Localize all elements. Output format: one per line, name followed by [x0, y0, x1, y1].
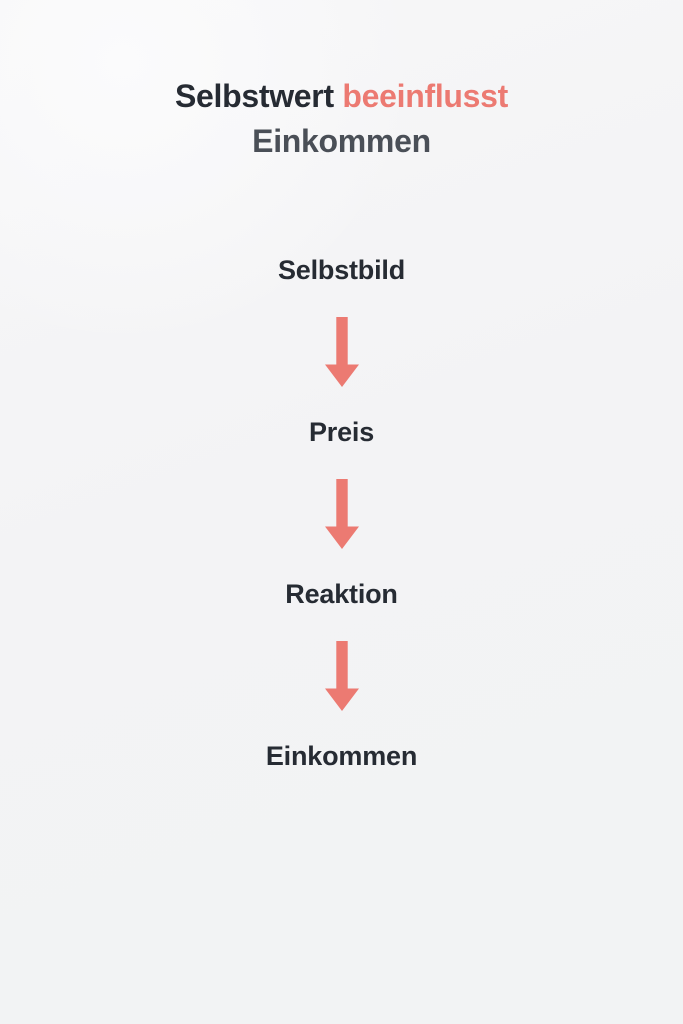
flow-chain: Selbstbild Preis Reaktion Einkommen [0, 252, 683, 774]
flow-step-reaktion: Reaktion [285, 579, 398, 609]
title-line-secondary: Einkommen [252, 123, 431, 159]
flow-step-selbstbild: Selbstbild [277, 255, 405, 285]
flow-step-preis: Preis [308, 417, 375, 447]
flow-step-einkommen: Einkommen [265, 741, 418, 771]
arrow-down-icon [324, 317, 359, 387]
title-word-plain: Selbstwert [174, 78, 334, 114]
title-line-primary: Selbstwert beeinflusst [0, 74, 683, 119]
page-title: Selbstwert beeinflusst Einkommen [0, 74, 683, 164]
arrow-down-icon [324, 479, 359, 549]
title-word-accent: beeinflusst [342, 78, 509, 114]
arrow-down-icon [324, 641, 359, 711]
